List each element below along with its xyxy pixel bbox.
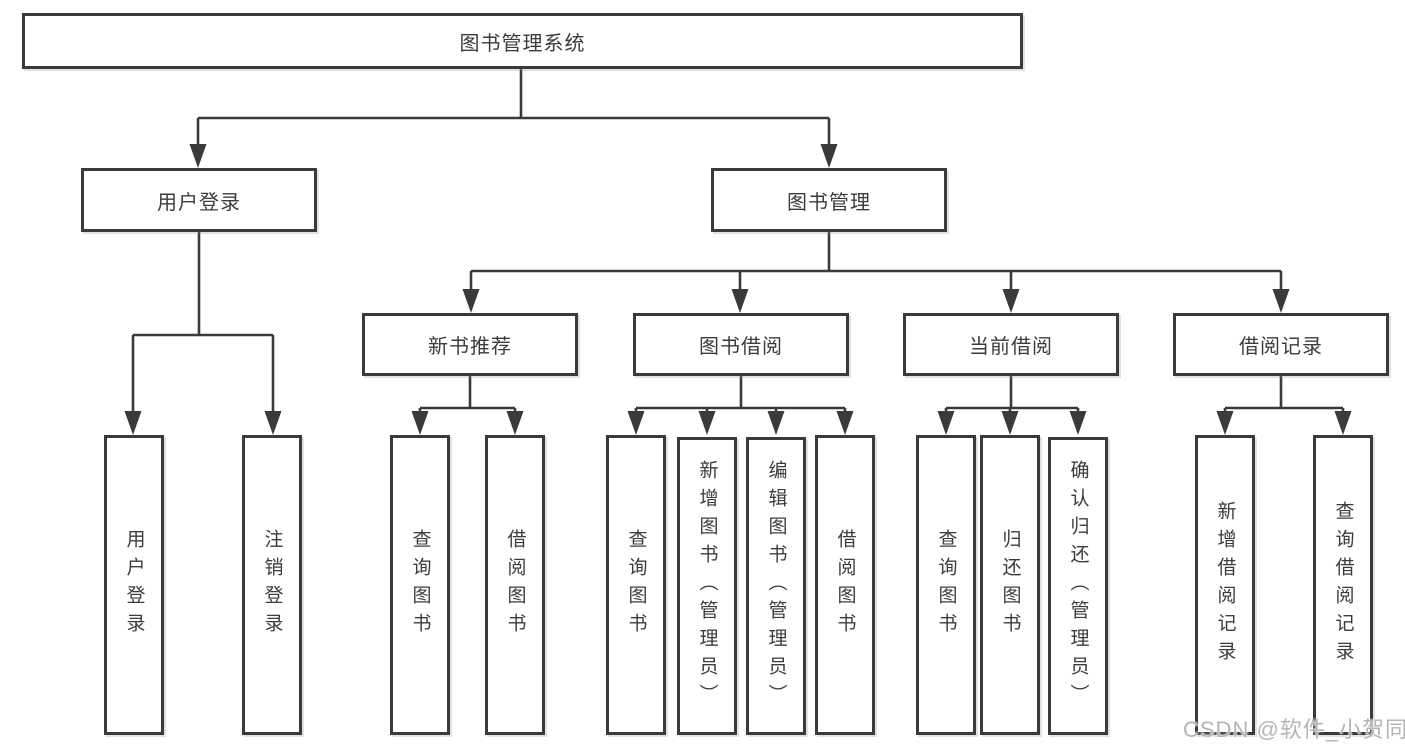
- leaf-add-books-admin-label: 新增图书（管理员）: [696, 460, 718, 712]
- node-current-borrow-label: 当前借阅: [969, 336, 1053, 358]
- leaf-add-borrow-record-label: 新增借阅记录: [1214, 501, 1236, 669]
- leaf-query-books-1: 查询图书: [390, 435, 450, 735]
- tree-edges: [131, 69, 1345, 414]
- leaf-return-books-label: 归还图书: [999, 529, 1021, 641]
- node-book-borrow: 图书借阅: [633, 313, 849, 376]
- leaf-confirm-return-admin: 确认归还（管理员）: [1048, 437, 1108, 735]
- leaf-user-login: 用户登录: [104, 435, 164, 735]
- leaf-borrow-books-2-label: 借阅图书: [834, 529, 856, 641]
- leaf-query-books-2: 查询图书: [606, 435, 666, 735]
- node-user-login-label: 用户登录: [157, 191, 241, 214]
- node-current-borrow: 当前借阅: [903, 313, 1119, 376]
- node-user-login: 用户登录: [81, 168, 317, 232]
- node-book-borrow-label: 图书借阅: [699, 336, 783, 358]
- leaf-confirm-return-admin-label: 确认归还（管理员）: [1067, 460, 1089, 712]
- leaf-add-books-admin: 新增图书（管理员）: [677, 437, 737, 735]
- leaf-return-books: 归还图书: [980, 435, 1040, 735]
- leaf-query-books-1-label: 查询图书: [409, 529, 431, 641]
- node-root-system: 图书管理系统: [22, 13, 1023, 69]
- leaf-query-borrow-record-label: 查询借阅记录: [1332, 501, 1354, 669]
- node-new-book-recommend: 新书推荐: [362, 313, 578, 376]
- leaf-user-login-label: 用户登录: [123, 529, 145, 641]
- leaf-edit-books-admin: 编辑图书（管理员）: [746, 437, 806, 735]
- leaf-logout-label: 注销登录: [261, 529, 283, 641]
- node-borrow-records: 借阅记录: [1173, 313, 1389, 376]
- leaf-query-books-3-label: 查询图书: [935, 529, 957, 641]
- arrowheads: [124, 144, 1352, 435]
- leaf-query-books-3: 查询图书: [916, 435, 976, 735]
- node-borrow-records-label: 借阅记录: [1239, 336, 1323, 358]
- leaf-logout: 注销登录: [242, 435, 302, 735]
- csdn-watermark: CSDN @软件_小贺同学: [1183, 717, 1405, 742]
- leaf-query-books-2-label: 查询图书: [625, 529, 647, 641]
- leaf-borrow-books-1-label: 借阅图书: [504, 529, 526, 641]
- node-new-book-recommend-label: 新书推荐: [428, 336, 512, 358]
- node-book-management-label: 图书管理: [787, 191, 871, 214]
- leaf-borrow-books-2: 借阅图书: [815, 435, 875, 735]
- leaf-query-borrow-record: 查询借阅记录: [1313, 435, 1373, 735]
- leaf-add-borrow-record: 新增借阅记录: [1195, 435, 1255, 735]
- leaf-borrow-books-1: 借阅图书: [485, 435, 545, 735]
- node-book-management: 图书管理: [711, 168, 947, 232]
- leaf-edit-books-admin-label: 编辑图书（管理员）: [765, 460, 787, 712]
- node-root-label: 图书管理系统: [459, 32, 586, 55]
